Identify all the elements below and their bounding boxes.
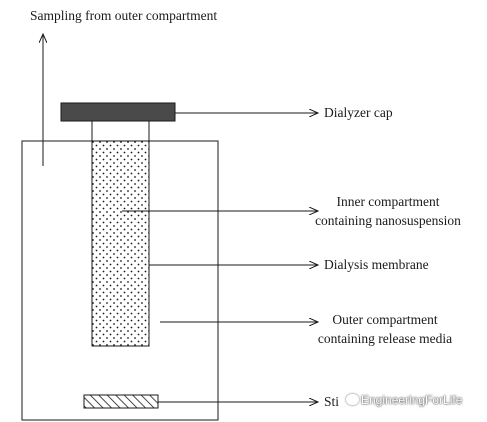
dialyzer-cap <box>60 102 176 122</box>
chat-bubble-icon <box>346 394 359 405</box>
dialysis-membrane-label: Dialysis membrane <box>324 257 429 272</box>
inner-compartment-label-line1: Inner compartment <box>336 194 440 209</box>
watermark-text: EngineeringForLife <box>361 393 463 407</box>
inner-compartment <box>91 140 150 347</box>
outer-compartment-label-line1: Outer compartment <box>332 312 438 327</box>
watermark: EngineeringForLife <box>346 393 462 407</box>
stirrer-label: Sti <box>324 394 340 409</box>
inner-compartment-label-line2: containing nanosuspension <box>315 213 461 228</box>
dialyzer-cap-label: Dialyzer cap <box>324 105 393 120</box>
sampling-label: Sampling from outer compartment <box>30 8 218 23</box>
outer-compartment-label-line2: containing release media <box>317 331 453 346</box>
stirrer-bar <box>83 394 159 409</box>
